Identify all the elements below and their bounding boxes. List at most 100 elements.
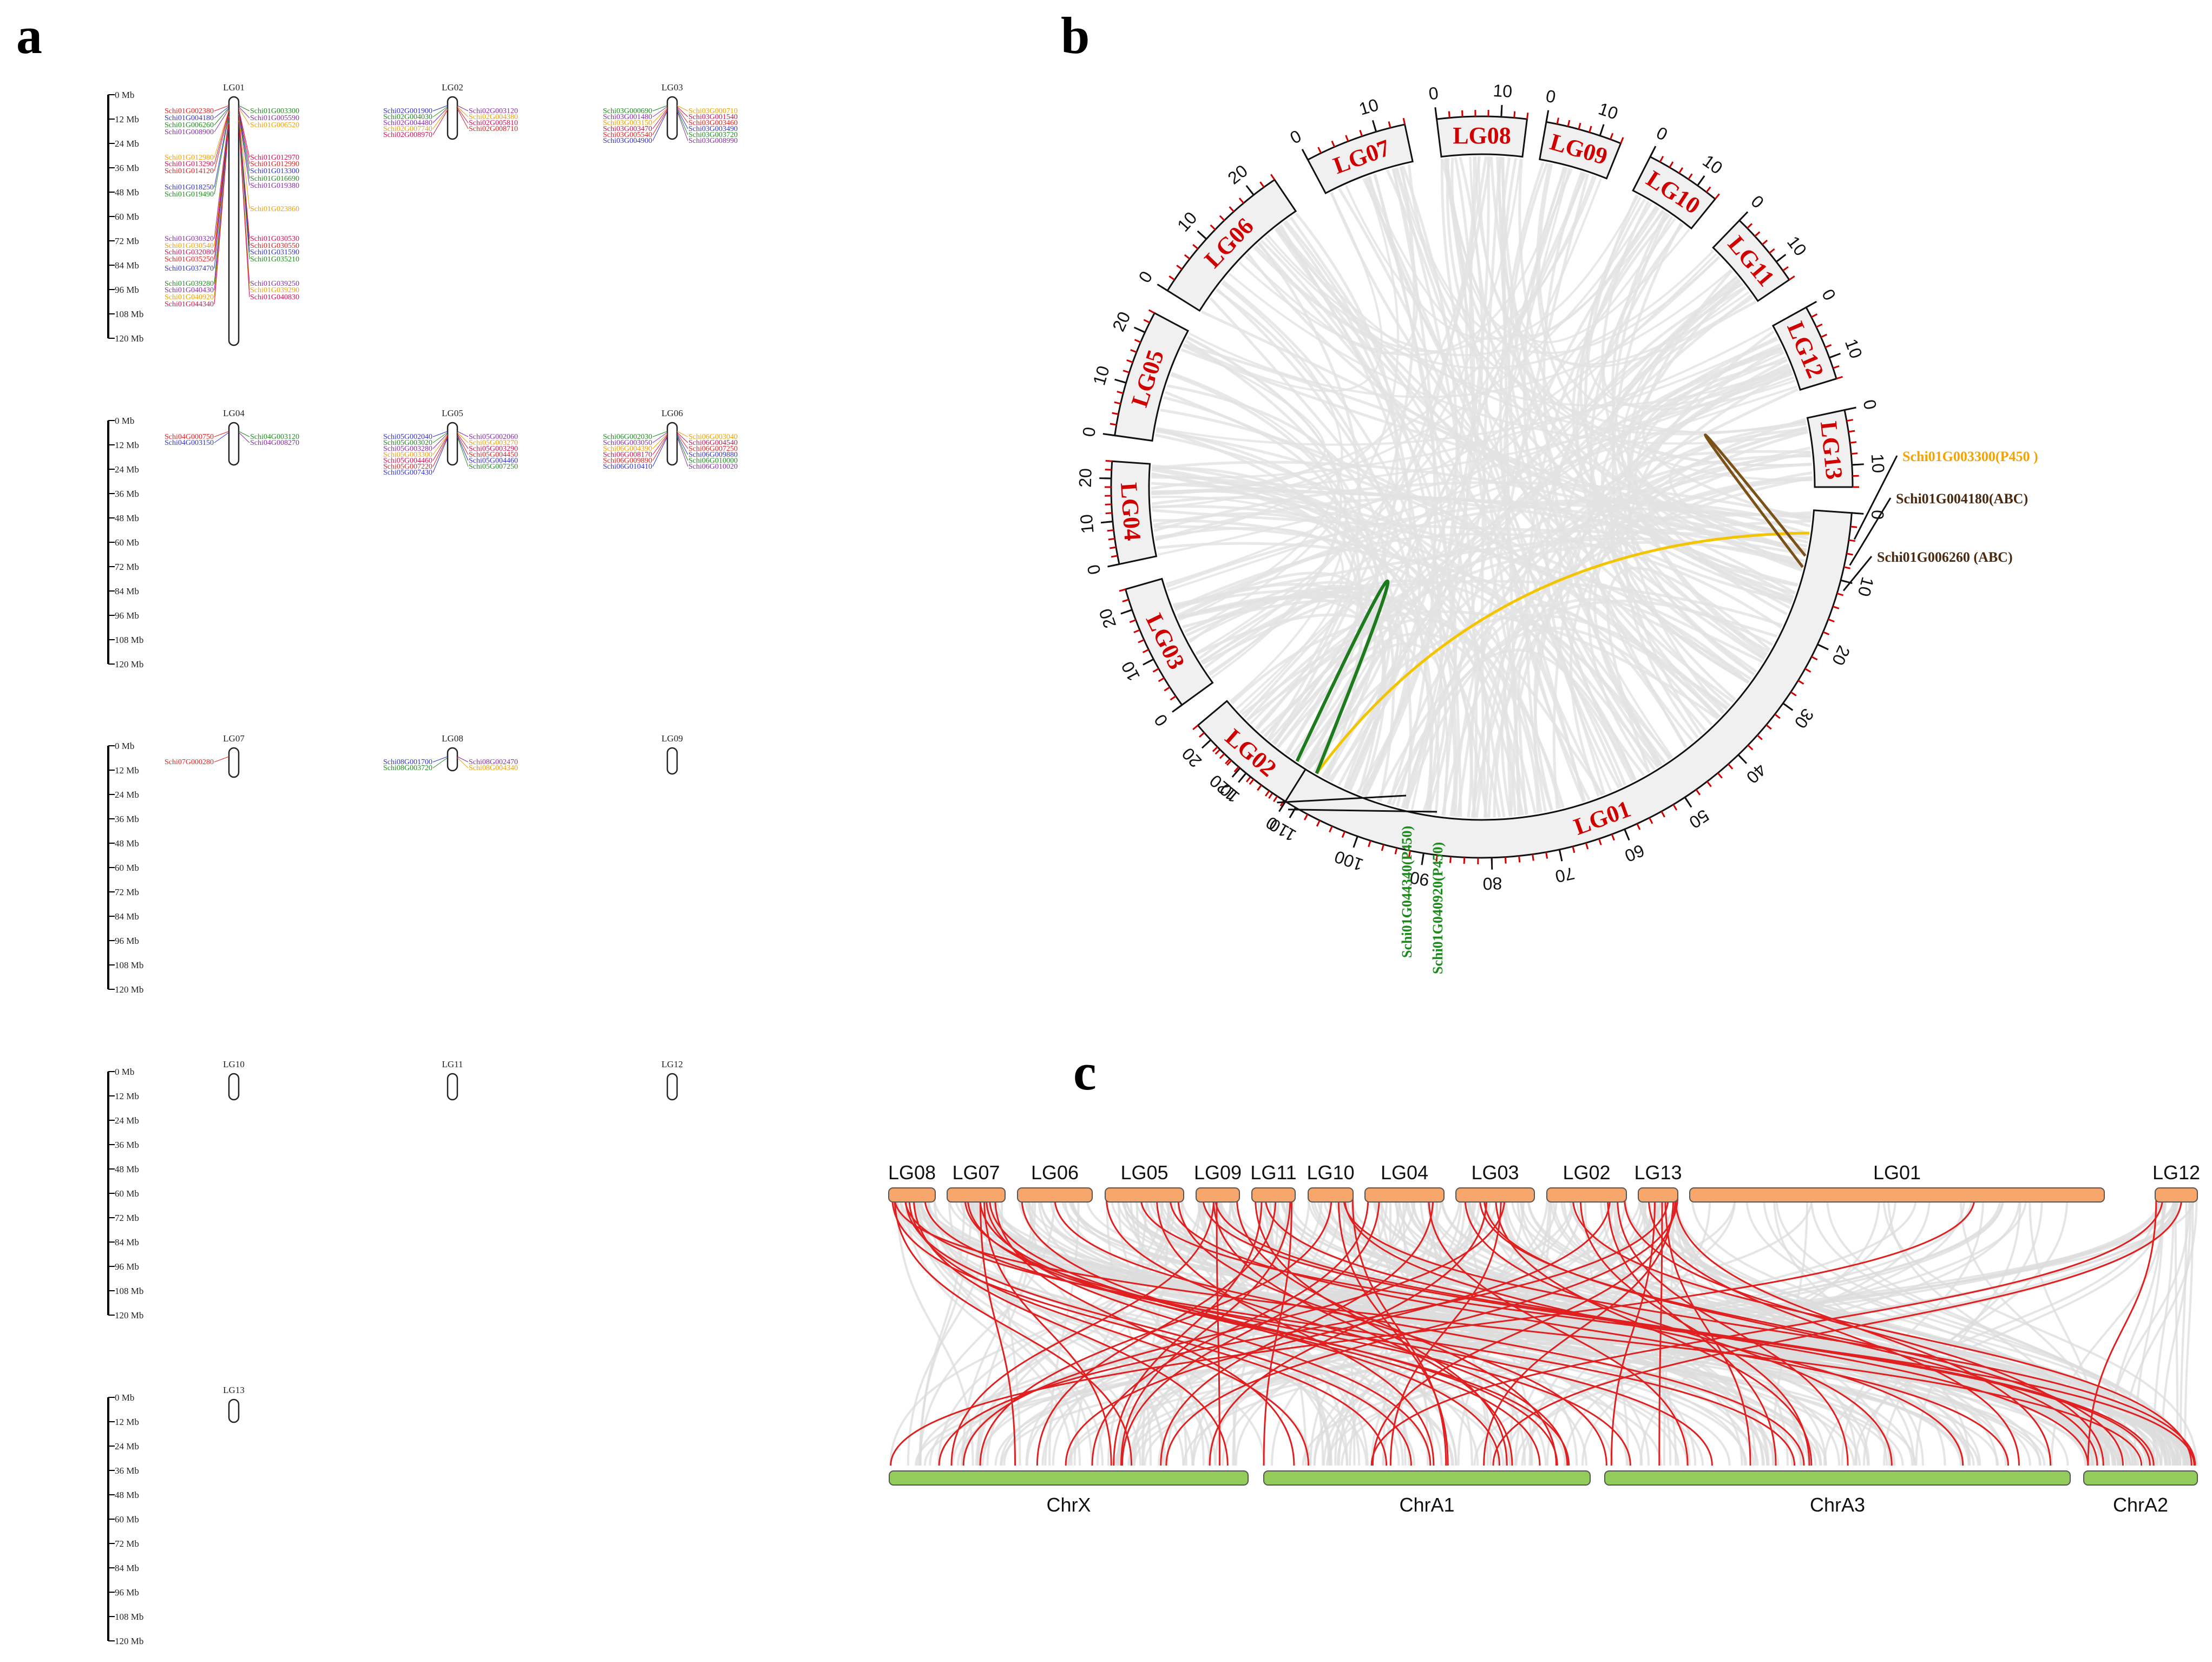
- gene-label: Schi06G009880: [688, 451, 738, 459]
- axis-tick-label: 48 Mb: [115, 1164, 139, 1174]
- tick-minor: [1229, 206, 1235, 212]
- synteny-link-highlight: [1216, 1197, 1220, 1466]
- tick-minor: [1192, 244, 1199, 249]
- tick-major: [1649, 146, 1657, 157]
- tick-minor: [1105, 503, 1112, 505]
- synteny-link: [1255, 176, 1597, 352]
- gene-label: Schi05G004450: [469, 451, 518, 459]
- tick-major: [1806, 300, 1817, 308]
- synteny-link: [1498, 156, 1754, 368]
- synteny-link: [1246, 253, 1812, 516]
- synteny-link-highlight: [1263, 1197, 1293, 1466]
- gene-label: Schi05G003280: [383, 445, 432, 453]
- gene-connector: [238, 109, 250, 165]
- chromosome-label-top: LG11: [1250, 1161, 1296, 1184]
- axis-tick-label: 12 Mb: [115, 765, 139, 776]
- chromosome-bar-top: [888, 1187, 936, 1203]
- tick-minor: [1747, 744, 1754, 751]
- tick-minor: [1811, 656, 1818, 661]
- synteny-link: [1222, 280, 1458, 817]
- tick-minor: [1381, 844, 1384, 851]
- tick-minor: [1238, 198, 1244, 204]
- gene-label: Schi01G019490: [165, 190, 214, 199]
- gene-connector: [238, 118, 250, 260]
- chromosome-label: LG07: [223, 733, 245, 744]
- gene-connector: [238, 106, 250, 119]
- synteny-links: [889, 1197, 2198, 1466]
- gene-connector: [214, 108, 229, 133]
- gene-connector: [457, 108, 469, 129]
- synteny-link: [928, 1197, 1081, 1466]
- tick-minor: [1394, 848, 1398, 855]
- tick-major: [1782, 702, 1794, 711]
- synteny-link: [1155, 156, 1475, 541]
- tick-minor: [1130, 349, 1137, 353]
- tick-major: [1421, 853, 1425, 865]
- tick-minor: [1117, 391, 1124, 395]
- synteny-link: [1151, 326, 1773, 479]
- tick-minor: [1257, 784, 1262, 791]
- tick-minor: [1461, 110, 1463, 117]
- tick-major: [1301, 149, 1309, 160]
- gene-label: Schi05G007250: [469, 463, 518, 471]
- tick-major: [1099, 477, 1112, 479]
- gene-label: Schi03G000690: [603, 107, 652, 115]
- tick-minor: [1572, 846, 1576, 853]
- gene-connector: [677, 431, 688, 437]
- tick-minor: [1268, 792, 1274, 799]
- tick-major: [1599, 124, 1605, 136]
- tick-minor: [1463, 857, 1466, 864]
- tick-minor: [1184, 254, 1191, 260]
- synteny-link: [1603, 224, 1792, 408]
- axis-tick-label: 108 Mb: [115, 309, 143, 319]
- axis-tick-label: 48 Mb: [115, 513, 139, 523]
- synteny-link: [1241, 627, 1400, 782]
- gene-label: Schi01G040430: [165, 286, 214, 294]
- tick-major: [1829, 352, 1841, 359]
- panel-label-a: a: [16, 6, 42, 64]
- synteny-link: [1518, 646, 1586, 815]
- axis-tick-label: 72 Mb: [115, 1213, 139, 1223]
- synteny-link: [1151, 468, 1752, 681]
- tick-minor: [1678, 167, 1684, 174]
- gene-connector: [214, 113, 229, 188]
- synteny-link: [1232, 1197, 1279, 1466]
- synteny-link-highlight: [1464, 1197, 1893, 1466]
- synteny-link-highlight: [891, 1197, 1388, 1466]
- gene-connector: [432, 434, 448, 455]
- gene-pointer: [1842, 556, 1873, 592]
- chromosome-bar-top: [1105, 1187, 1184, 1203]
- synteny-link: [1673, 1197, 1946, 1466]
- gene-connector: [457, 756, 469, 763]
- gene-label: Schi01G014120: [165, 167, 214, 175]
- tick-major: [1172, 704, 1183, 713]
- gene-label: Schi06G003040: [688, 433, 738, 441]
- synteny-link: [1305, 614, 1724, 768]
- gene-label: Schi01G005590: [250, 114, 299, 122]
- axis-tick-label: 72 Mb: [115, 1539, 139, 1549]
- synteny-link: [1620, 275, 1792, 605]
- tick-minor: [1843, 566, 1850, 569]
- chromosome-label: LG08: [442, 733, 463, 744]
- tick-major: [1201, 739, 1212, 749]
- synteny-link-highlight: [1091, 1197, 1369, 1466]
- gene-label: Schi02G001900: [383, 107, 432, 115]
- synteny-link-highlight: [1344, 1197, 1964, 1466]
- chromosome-label: LG10: [223, 1059, 245, 1069]
- gene-connector: [238, 113, 250, 186]
- axis-tick-label: 24 Mb: [115, 1441, 139, 1451]
- axis-tick-label: 48 Mb: [115, 1490, 139, 1500]
- chromosome-label-top: LG08: [888, 1161, 936, 1184]
- tick-minor: [1329, 826, 1333, 833]
- synteny-link: [1151, 345, 1326, 493]
- tick-minor: [1816, 323, 1823, 328]
- ideogram-label: LG08: [1453, 122, 1511, 149]
- gene-label: Schi08G004340: [469, 764, 518, 772]
- gene-pointer: [1853, 455, 1898, 540]
- ideogram-lg06: [1166, 179, 1297, 312]
- tick-minor: [1176, 265, 1183, 270]
- gene-label: Schi02G005810: [469, 119, 518, 127]
- gene-label: Schi03G000710: [688, 107, 738, 115]
- synteny-link-highlight: [1214, 1197, 2155, 1466]
